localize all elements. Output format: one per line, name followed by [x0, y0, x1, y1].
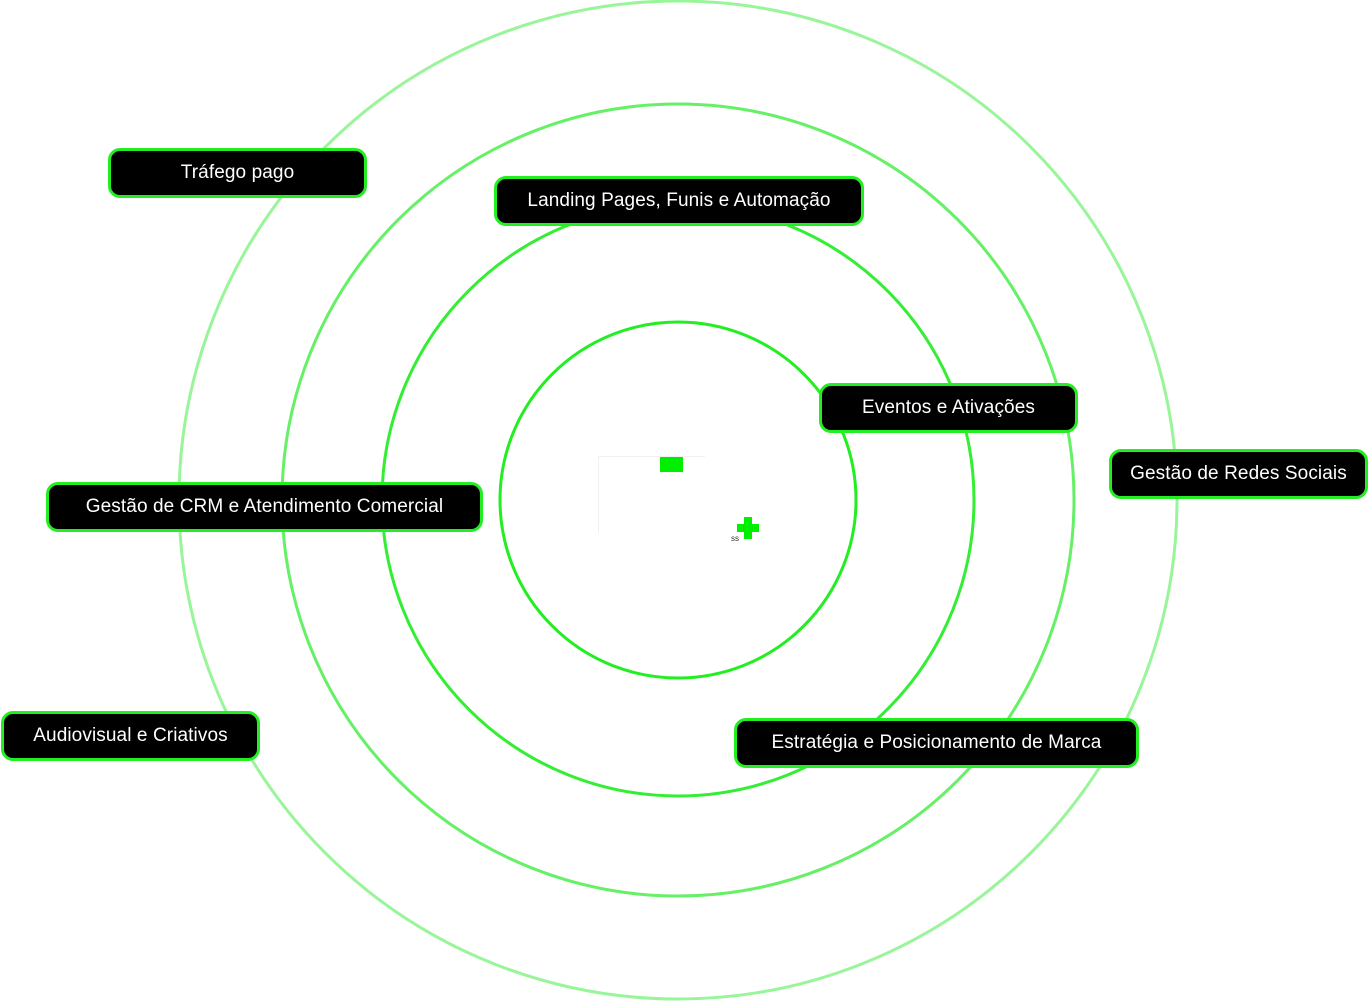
logo-square-icon	[660, 457, 683, 472]
node-estrategia[interactable]: Estratégia e Posicionamento de Marca	[734, 718, 1139, 768]
node-trafego-pago[interactable]: Tráfego pago	[108, 148, 367, 198]
plus-icon	[737, 517, 759, 539]
node-eventos[interactable]: Eventos e Ativações	[819, 383, 1078, 433]
center-logo	[598, 456, 705, 533]
node-crm[interactable]: Gestão de CRM e Atendimento Comercial	[46, 482, 483, 532]
node-redes-sociais[interactable]: Gestão de Redes Sociais	[1109, 449, 1368, 499]
ring-inner	[498, 320, 858, 680]
logo-text: ss	[731, 534, 739, 543]
node-audiovisual[interactable]: Audiovisual e Criativos	[1, 711, 260, 761]
node-landing-pages[interactable]: Landing Pages, Funis e Automação	[494, 176, 864, 226]
